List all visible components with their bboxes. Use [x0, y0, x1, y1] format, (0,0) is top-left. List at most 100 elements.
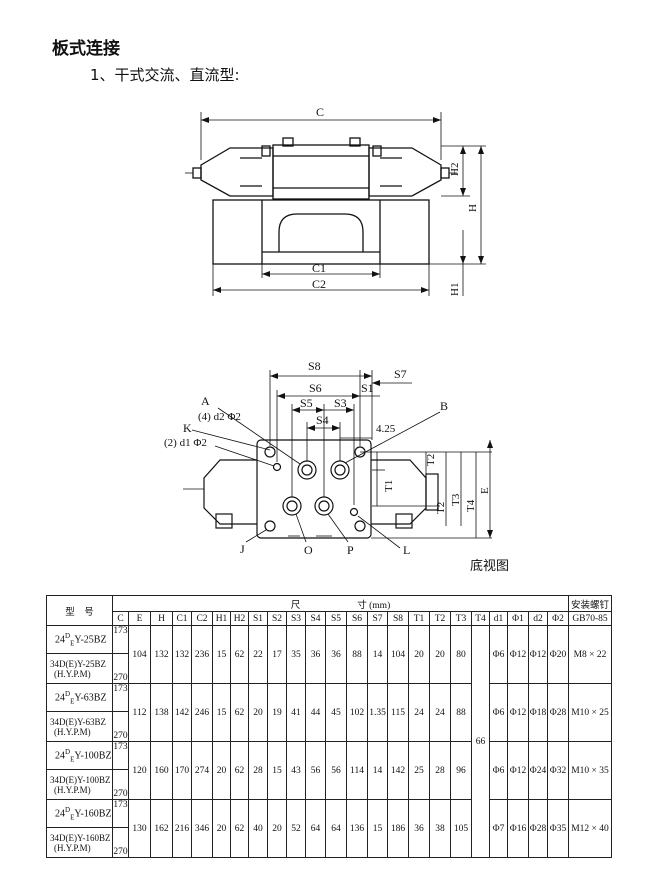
dim-c2-label: C2: [312, 277, 326, 291]
dimension-value: 186: [387, 799, 409, 858]
dim-e-label: E: [479, 487, 491, 494]
dimension-value: 44: [305, 683, 326, 742]
dimension-value: 45: [325, 683, 347, 742]
bottom-nut-right: [395, 513, 413, 529]
leader-d1: [214, 445, 275, 467]
dimension-value: Φ20: [547, 625, 569, 684]
bottom-nut-left: [215, 513, 233, 529]
dimension-value: 20: [212, 799, 231, 858]
label-b: B: [440, 399, 448, 413]
model-text-part: D: [65, 747, 71, 756]
header-dimensions: 尺 寸 (mm): [112, 595, 569, 612]
col-c1: C1: [172, 611, 192, 626]
col-phi1: Φ1: [507, 611, 529, 626]
leader-p: [327, 513, 349, 543]
dimension-value: 120: [128, 741, 151, 800]
dimension-value: M8 × 22: [568, 625, 612, 684]
base-arch: [278, 213, 364, 252]
dimension-value: 36: [305, 625, 326, 684]
bottom-solenoid-left: [203, 459, 257, 525]
c-value-b: 270: [112, 711, 129, 742]
bolt-hole-1: [264, 446, 276, 458]
dimension-value: Φ24: [528, 741, 548, 800]
model-text-part: 24: [55, 808, 65, 820]
dimension-value: 62: [230, 683, 249, 742]
c-value-a: 173: [112, 683, 129, 712]
bolt-top-3: [261, 145, 271, 157]
plug-left: [192, 167, 202, 179]
dimension-value: 24: [429, 683, 451, 742]
model-text-part: E: [70, 697, 75, 706]
col-s2: S2: [267, 611, 287, 626]
col-s5: S5: [325, 611, 347, 626]
model-b-name: 34D(E)Y-100BZ: [50, 774, 111, 785]
dimension-value: 20: [408, 625, 430, 684]
label-d1: (2) d1 Φ2: [164, 437, 207, 449]
model-cell-b: 34D(E)Y-25BZ(H.Y.P.M): [46, 653, 113, 684]
dimension-value: 15: [367, 799, 388, 858]
dimension-value: 88: [450, 683, 472, 742]
model-cell-b: 34D(E)Y-63BZ(H.Y.P.M): [46, 711, 113, 742]
model-cell-b: 34D(E)Y-100BZ(H.Y.P.M): [46, 769, 113, 800]
col-e: E: [128, 611, 151, 626]
port-a: [297, 460, 317, 480]
dimension-value: 80: [450, 625, 472, 684]
dimension-value: 104: [128, 625, 151, 684]
model-text-part: 24: [55, 750, 65, 762]
label-l: L: [403, 543, 410, 557]
col-d2: d2: [528, 611, 548, 626]
dim-t2-upper-label: T2: [425, 454, 437, 466]
leader-j: [245, 529, 267, 543]
dimension-value: 15: [212, 625, 231, 684]
dim-425-label: 4.25: [376, 423, 396, 435]
col-c2: C2: [191, 611, 213, 626]
model-text-part: D: [65, 805, 71, 814]
dimension-table: 型 号 尺 寸 (mm) 安装螺钉 C E H C1 C2 H1 H2 S1 S…: [46, 595, 612, 858]
bolt-top-1: [282, 137, 294, 147]
dimension-value: 28: [429, 741, 451, 800]
dim-c1-label: C1: [312, 261, 326, 275]
dimension-value: 20: [429, 625, 451, 684]
dimension-value: Φ7: [489, 799, 508, 858]
label-k: K: [183, 421, 192, 435]
dimension-value: 216: [172, 799, 192, 858]
dimension-value: Φ32: [547, 741, 569, 800]
col-d1: d1: [489, 611, 508, 626]
col-gb70: GB70-85: [568, 611, 612, 626]
dimension-value: 56: [305, 741, 326, 800]
label-p: P: [347, 543, 354, 557]
dim-s4-label: S4: [316, 413, 329, 427]
header-mount: 安装螺钉: [568, 595, 612, 612]
c-value-a: 173: [112, 799, 129, 828]
dimension-value: 138: [150, 683, 173, 742]
dimension-value: Φ12: [507, 625, 529, 684]
table-row: 34D(E)Y-25BZ(H.Y.P.M)270: [46, 653, 612, 684]
col-s8: S8: [387, 611, 409, 626]
dim-s7-label: S7: [394, 367, 407, 381]
dimension-value: 274: [191, 741, 213, 800]
label-d2: (4) d2 Φ2: [198, 411, 241, 423]
col-s1: S1: [248, 611, 268, 626]
dimension-value: 15: [212, 683, 231, 742]
dimension-value: M10 × 25: [568, 683, 612, 742]
dimension-value: 36: [408, 799, 430, 858]
dimension-value: Φ18: [528, 683, 548, 742]
dimension-value: 62: [230, 799, 249, 858]
header-model: 型 号: [46, 595, 113, 626]
dimension-table-wrap: 型 号 尺 寸 (mm) 安装螺钉 C E H C1 C2 H1 H2 S1 S…: [46, 595, 612, 858]
col-h: H: [150, 611, 173, 626]
dimension-value: 346: [191, 799, 213, 858]
model-cell-a: 24DEY-63BZ: [46, 683, 113, 712]
dimension-value: 88: [346, 625, 368, 684]
dimension-value: 41: [286, 683, 306, 742]
dimension-value: 22: [248, 625, 268, 684]
dimension-value: 40: [248, 799, 268, 858]
dimension-value: Φ28: [547, 683, 569, 742]
model-b-suffix: (H.Y.P.M): [54, 842, 91, 853]
bolt-hole-3: [264, 520, 276, 532]
dimension-value: 43: [286, 741, 306, 800]
c-value-b: 270: [112, 769, 129, 800]
